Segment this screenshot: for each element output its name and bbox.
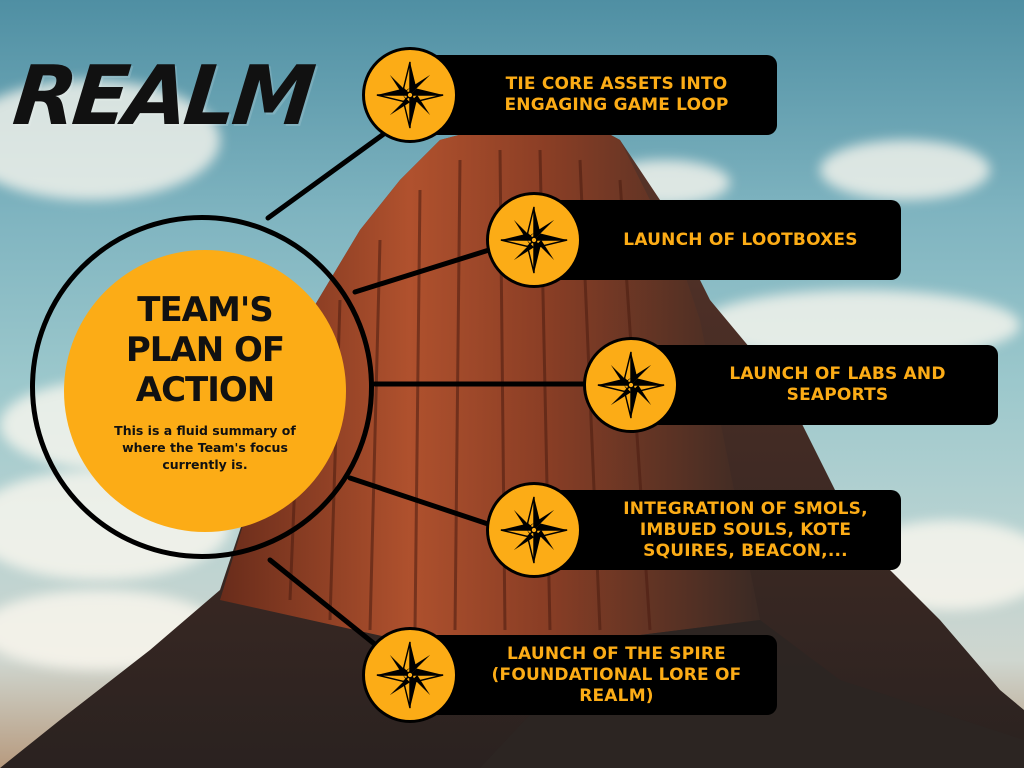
plan-item-pill: LAUNCH OF LOOTBOXES [538,200,901,280]
connector-4 [347,475,503,531]
hub-circle: TEAM'S PLAN OF ACTION This is a fluid su… [64,250,346,532]
plan-item-label: TIE CORE ASSETS INTO ENGAGING GAME LOOP [504,74,729,115]
compass-star-icon [486,482,582,578]
compass-star-icon [362,627,458,723]
plan-item-label: LAUNCH OF LOOTBOXES [623,229,858,250]
plan-item-pill: LAUNCH OF LABS AND SEAPORTS [635,345,998,425]
connector-2 [352,242,508,295]
compass-star-icon [486,192,582,288]
plan-item-3: LAUNCH OF LABS AND SEAPORTS [583,337,998,433]
hub-description: This is a fluid summary of where the Tea… [114,423,296,472]
plan-item-label: INTEGRATION OF SMOLS, IMBUED SOULS, KOTE… [623,498,868,561]
plan-item-pill: TIE CORE ASSETS INTO ENGAGING GAME LOOP [414,55,777,135]
compass-star-icon [362,47,458,143]
plan-item-1: TIE CORE ASSETS INTO ENGAGING GAME LOOP [362,47,777,143]
cloud [0,80,220,200]
plan-item-5: LAUNCH OF THE SPIRE (FOUNDATIONAL LORE O… [362,627,777,723]
hub-ring [30,215,374,559]
plan-item-pill: INTEGRATION OF SMOLS, IMBUED SOULS, KOTE… [538,490,901,570]
plan-item-2: LAUNCH OF LOOTBOXES [486,192,901,288]
plan-item-pill: LAUNCH OF THE SPIRE (FOUNDATIONAL LORE O… [414,635,777,715]
connector-5 [267,557,385,653]
plan-item-label: LAUNCH OF LABS AND SEAPORTS [729,364,946,405]
plan-item-label: LAUNCH OF THE SPIRE (FOUNDATIONAL LORE O… [491,643,742,706]
connector-1 [265,125,395,221]
plan-item-4: INTEGRATION OF SMOLS, IMBUED SOULS, KOTE… [486,482,901,578]
compass-star-icon [583,337,679,433]
cloud [820,140,990,200]
hub-title: TEAM'S PLAN OF ACTION [125,290,285,410]
